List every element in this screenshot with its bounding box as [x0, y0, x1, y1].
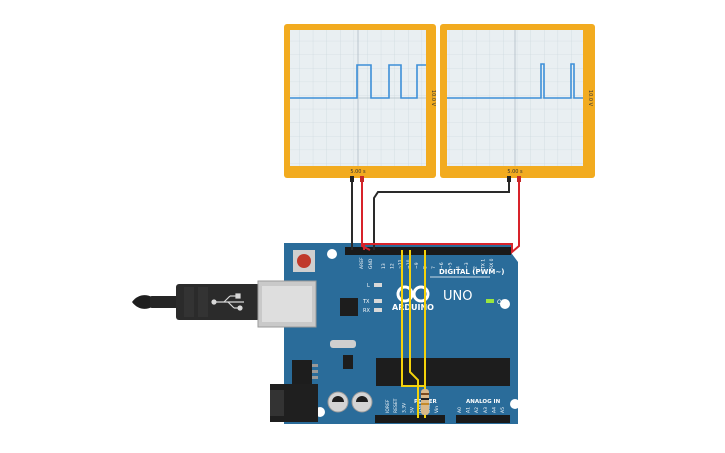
resistor-band: [421, 393, 429, 395]
mounting-hole: [327, 249, 337, 259]
oscilloscope-2[interactable]: 10.0 V 5.00 s: [440, 24, 595, 182]
rx-led: [374, 308, 382, 312]
scope-volt-label: 10.0 V: [587, 90, 593, 107]
usb-chip: [340, 298, 358, 316]
digital-header[interactable]: [345, 247, 511, 255]
pin-label: A1: [466, 407, 472, 413]
crystal: [330, 340, 356, 348]
atmega-chip: [376, 358, 510, 386]
usb-cable[interactable]: [132, 284, 262, 320]
on-led: [486, 299, 490, 303]
wires[interactable]: [351, 182, 520, 418]
analog-in-label: ANALOG IN: [466, 399, 501, 405]
pin-label: Vin: [434, 406, 440, 413]
pin-label: 4: [456, 266, 462, 269]
scope-probe-pos[interactable]: [360, 176, 364, 182]
mounting-hole: [510, 399, 520, 409]
resistor[interactable]: [421, 389, 429, 415]
pin-label: A2: [474, 407, 480, 413]
arduino-uno-board[interactable]: DIGITAL (PWM~) ARDUINO UNO ON L TX RX PO…: [257, 243, 520, 424]
voltage-regulator: [292, 360, 312, 384]
scope-time-label: 5.00 s: [507, 169, 523, 175]
tx-led: [374, 299, 382, 303]
pin-label: 5V: [410, 406, 416, 413]
wire-scope2-signal[interactable]: [363, 182, 520, 255]
capacitor-mark: [332, 396, 344, 402]
pin-label: 13: [381, 263, 387, 269]
scope-probe-pos[interactable]: [517, 176, 521, 182]
dc-jack-inner: [270, 390, 284, 416]
aref-label: AREF: [359, 257, 365, 269]
small-chip: [343, 355, 353, 369]
on-led: [490, 299, 494, 303]
pin-label: A5: [500, 407, 506, 413]
arduino-infinity-logo: [396, 285, 430, 303]
resistor-band: [421, 403, 429, 405]
analog-header[interactable]: [456, 415, 510, 423]
pin-label: 12: [389, 263, 395, 269]
usb-port-inner: [262, 286, 312, 322]
uno-model-label: UNO: [443, 289, 472, 304]
capacitor-mark: [356, 396, 368, 402]
regulator-pin: [312, 376, 318, 379]
pin-label: 3.3V: [401, 402, 407, 413]
reset-button[interactable]: [297, 254, 311, 268]
pin-label: ~11: [398, 259, 404, 269]
waveform-trace: [290, 64, 426, 99]
pin-label: RX 0: [489, 258, 495, 269]
waveform-trace: [447, 63, 583, 99]
tx-led-label: TX: [362, 299, 370, 305]
pin-label: TX 1: [481, 259, 487, 270]
resistor-band: [421, 398, 429, 400]
mounting-hole: [500, 299, 510, 309]
pin-label: IOREF: [385, 399, 391, 413]
pin-label: ~6: [439, 262, 445, 269]
wire-scope2-gnd[interactable]: [373, 182, 510, 250]
scope-time-label: 5.00 s: [350, 169, 366, 175]
pin-label: 7: [431, 266, 437, 269]
oscilloscope-1[interactable]: 10.0 V 5.00 s: [284, 24, 436, 182]
pin-label: GND: [418, 402, 424, 413]
regulator-pin: [312, 370, 318, 373]
regulator-pin: [312, 364, 318, 367]
usb-icon: [211, 293, 244, 311]
pin-label: 2: [472, 266, 478, 269]
scope-probe-neg[interactable]: [350, 176, 354, 182]
wire-yellow-2[interactable]: [409, 250, 419, 418]
wire-scope1-signal[interactable]: [361, 182, 371, 251]
rx-led-label: RX: [363, 308, 370, 314]
arduino-brand: ARDUINO: [392, 303, 434, 312]
scope-volt-label: 10.0 V: [430, 90, 436, 107]
pin-label: ~10: [406, 259, 412, 269]
power-header[interactable]: [375, 415, 445, 423]
digital-pwm-label: DIGITAL (PWM~): [439, 268, 504, 276]
l-led-label: L: [367, 283, 370, 289]
pin-label: ~9: [414, 262, 420, 269]
gnd-label: GND: [368, 258, 374, 269]
pin-label: ~5: [447, 262, 453, 269]
usb-cable-end: [132, 295, 152, 309]
pin-label: RESET: [393, 398, 399, 413]
pin-label: A3: [483, 407, 489, 413]
on-label: ON: [497, 299, 506, 306]
pin-label: A4: [491, 407, 497, 413]
scope-probe-neg[interactable]: [507, 176, 511, 182]
l-led: [374, 283, 382, 287]
usb-cable-strain: [150, 296, 180, 308]
pin-label: A0: [457, 407, 463, 413]
pin-label: ~3: [464, 262, 470, 269]
usb-plug-grip: [184, 287, 194, 317]
usb-plug-grip: [198, 287, 208, 317]
